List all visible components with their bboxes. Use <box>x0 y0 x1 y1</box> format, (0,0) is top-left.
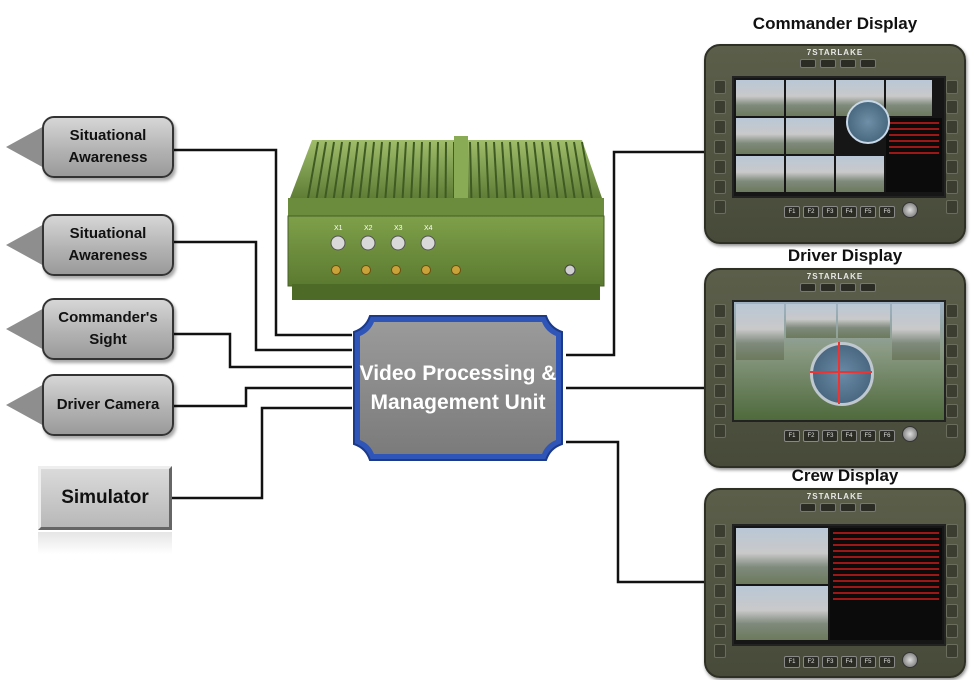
function-key[interactable]: F3 <box>822 656 838 668</box>
line-driver-to-unit <box>172 386 352 408</box>
function-key[interactable]: F5 <box>860 430 876 442</box>
camera-lens-icon <box>6 125 46 169</box>
video-port-connector <box>330 235 346 251</box>
ground-terminal-icon <box>564 264 576 276</box>
driver-display-title: Driver Display <box>787 246 903 265</box>
camera-situational-awareness-1: Situational Awareness <box>4 116 176 180</box>
hardware-unit-image: X1 X2 X3 X4 <box>287 136 605 300</box>
power-knob-icon[interactable] <box>902 426 918 442</box>
driver-display-tablet: 7STARLAKE F1 F2 F3 F4 F5 F6 <box>704 268 966 468</box>
line-sa2-to-unit <box>172 240 352 352</box>
camera-lens-icon <box>6 307 46 351</box>
antenna-port-connector <box>421 265 431 275</box>
function-key[interactable]: F2 <box>803 656 819 668</box>
right-side-buttons[interactable] <box>946 524 958 658</box>
function-key[interactable]: F4 <box>841 656 857 668</box>
function-key[interactable]: F1 <box>784 206 800 218</box>
port-label-x3: X3 <box>394 225 403 232</box>
camera-label: Situational Awareness <box>42 116 174 178</box>
left-side-buttons[interactable] <box>714 80 726 214</box>
commander-screen <box>732 76 946 198</box>
video-port-connector <box>390 235 406 251</box>
brand-logo: 7STARLAKE <box>806 272 864 281</box>
power-knob-icon[interactable] <box>902 652 918 668</box>
antenna-port-connector <box>361 265 371 275</box>
function-key[interactable]: F6 <box>879 430 895 442</box>
left-side-buttons[interactable] <box>714 304 726 438</box>
tablet-top-buttons[interactable] <box>800 283 876 292</box>
tablet-top-buttons[interactable] <box>800 59 876 68</box>
function-key[interactable]: F3 <box>822 430 838 442</box>
function-keys[interactable]: F1 F2 F3 F4 F5 F6 <box>784 206 895 218</box>
line-unit-to-commander <box>566 150 706 357</box>
driver-screen <box>732 300 946 422</box>
brand-logo: 7STARLAKE <box>806 48 864 57</box>
processing-unit-label: Video Processing & Management Unit <box>359 362 557 414</box>
left-side-buttons[interactable] <box>714 524 726 658</box>
camera-commanders-sight: Commander's Sight <box>4 298 176 362</box>
camera-label: Situational Awareness <box>42 214 174 276</box>
simulator-reflection <box>38 532 172 554</box>
simulator-box: Simulator <box>38 466 172 530</box>
line-sim-to-unit <box>172 406 352 500</box>
video-port-connector <box>360 235 376 251</box>
line-unit-to-crew <box>566 440 706 584</box>
camera-label: Commander's Sight <box>42 298 174 360</box>
right-side-buttons[interactable] <box>946 80 958 214</box>
camera-label: Driver Camera <box>42 374 174 436</box>
function-key[interactable]: F5 <box>860 656 876 668</box>
crew-display-title: Crew Display <box>791 466 899 485</box>
camera-lens-icon <box>6 383 46 427</box>
function-keys[interactable]: F1 F2 F3 F4 F5 F6 <box>784 656 895 668</box>
function-key[interactable]: F6 <box>879 206 895 218</box>
port-label-x2: X2 <box>364 225 373 232</box>
video-port-connector <box>420 235 436 251</box>
power-knob-icon[interactable] <box>902 202 918 218</box>
antenna-port-connector <box>451 265 461 275</box>
camera-lens-icon <box>6 223 46 267</box>
crew-display-tablet: 7STARLAKE F1 F2 F3 F4 F5 F6 <box>704 488 966 678</box>
line-sa1-to-unit <box>172 148 352 337</box>
function-key[interactable]: F1 <box>784 656 800 668</box>
right-side-buttons[interactable] <box>946 304 958 438</box>
commander-display-tablet: 7STARLAKE F1 F2 F3 F4 F5 F6 <box>704 44 966 244</box>
function-key[interactable]: F6 <box>879 656 895 668</box>
brand-logo: 7STARLAKE <box>806 492 864 501</box>
function-key[interactable]: F3 <box>822 206 838 218</box>
tablet-top-buttons[interactable] <box>800 503 876 512</box>
function-keys[interactable]: F1 F2 F3 F4 F5 F6 <box>784 430 895 442</box>
function-key[interactable]: F4 <box>841 430 857 442</box>
camera-situational-awareness-2: Situational Awareness <box>4 214 176 278</box>
function-key[interactable]: F5 <box>860 206 876 218</box>
function-key[interactable]: F2 <box>803 206 819 218</box>
port-label-x4: X4 <box>424 225 433 232</box>
commander-display-title: Commander Display <box>752 14 918 33</box>
crew-screen <box>732 524 946 646</box>
function-key[interactable]: F2 <box>803 430 819 442</box>
antenna-port-connector <box>331 265 341 275</box>
line-sight-to-unit <box>172 332 352 369</box>
antenna-port-connector <box>391 265 401 275</box>
port-label-x1: X1 <box>334 225 343 232</box>
camera-driver: Driver Camera <box>4 374 176 438</box>
function-key[interactable]: F1 <box>784 430 800 442</box>
processing-unit-shape <box>353 315 563 461</box>
function-key[interactable]: F4 <box>841 206 857 218</box>
